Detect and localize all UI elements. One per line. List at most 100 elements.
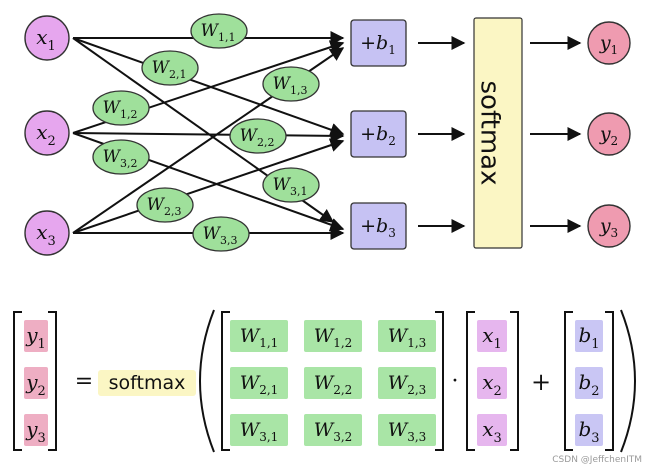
matrix-cell: W3,3: [378, 414, 436, 446]
weight-node-label: W1,1: [201, 21, 236, 44]
output-node: y1: [587, 21, 631, 65]
matrix-cell-label: W2,3: [388, 372, 427, 397]
bias-node-box: [350, 110, 407, 158]
x-cell-label: x2: [482, 370, 502, 399]
bias-node-label: +b3: [360, 215, 396, 240]
matrix-cell-bg: [304, 367, 362, 399]
output-node-label: y2: [599, 123, 618, 148]
edge-x3-b2: [72, 138, 345, 234]
bias-node: +b1: [350, 19, 407, 67]
matrix-cell-bg: [230, 414, 288, 446]
lhs-right-bracket: [48, 311, 57, 451]
weight-node-ellipse: [141, 50, 199, 86]
right-paren: [620, 309, 636, 453]
matrix-cell-label: W1,2: [314, 325, 353, 350]
weight-node-label: W1,3: [273, 74, 308, 97]
weight-node-ellipse: [136, 187, 194, 223]
matrix-left-bracket: [221, 311, 230, 451]
weight-node: W1,2: [92, 90, 150, 126]
lhs-cell-label: y1: [25, 323, 46, 352]
matrix-cell-bg: [378, 367, 436, 399]
bias-node-label: +b1: [360, 32, 396, 57]
matrix-right-bracket: [435, 311, 444, 451]
input-node-label: x1: [36, 25, 56, 54]
weight-node-ellipse: [262, 167, 320, 203]
bias-nodes: +b1 +b2 +b3: [350, 19, 407, 250]
equals-sign: =: [75, 369, 93, 394]
matrix-cell: W3,1: [230, 414, 288, 446]
input-node-circle: [24, 110, 70, 156]
input-node-label: x2: [36, 120, 56, 149]
x-vector-left-bracket: [466, 311, 475, 451]
x-cell: x3: [477, 414, 507, 446]
lhs-cell-bg: [24, 320, 48, 352]
b-cell-label: b1: [578, 323, 599, 352]
output-node-label: y3: [599, 215, 618, 240]
output-node-label: y1: [599, 32, 618, 57]
b-cell-bg: [575, 367, 603, 399]
input-node: x2: [24, 110, 70, 156]
matrix-cell: W3,2: [304, 414, 362, 446]
x-vector-right-bracket: [510, 311, 519, 451]
dot-operator: ·: [452, 369, 459, 394]
watermark: CSDN @JeffchenITM: [552, 455, 642, 465]
matrix-cell-label: W3,1: [240, 419, 279, 444]
matrix-cell-label: W1,1: [240, 325, 279, 350]
lhs-cell-label: y3: [25, 417, 46, 446]
matrix-cell: W2,3: [378, 367, 436, 399]
matrix-cell-bg: [230, 320, 288, 352]
x-cell-label: x3: [482, 417, 502, 446]
b-cell-bg: [575, 320, 603, 352]
matrix-cell: W1,1: [230, 320, 288, 352]
weight-node: W1,1: [190, 13, 248, 49]
bias-node: +b2: [350, 110, 407, 158]
x-vector: x1 x2 x3: [477, 320, 507, 446]
input-node-label: x3: [36, 220, 56, 249]
matrix-cell-bg: [304, 414, 362, 446]
matrix-cell: W2,2: [304, 367, 362, 399]
weight-node-label: W3,3: [203, 224, 238, 247]
weight-node-ellipse: [92, 90, 150, 126]
x-cell-bg: [477, 414, 507, 446]
weight-node-label: W2,2: [240, 126, 275, 149]
weight-node: W3,1: [262, 167, 320, 203]
x-cell: x1: [477, 320, 507, 352]
matrix-cell-label: W1,3: [388, 325, 427, 350]
softmax-label: softmax: [475, 81, 505, 186]
weight-node-ellipse: [92, 139, 150, 175]
weight-node: W3,2: [92, 139, 150, 175]
bias-node: +b3: [350, 202, 407, 250]
b-cell: b3: [575, 414, 603, 446]
input-node: x1: [24, 15, 70, 61]
input-nodes: x1 x2 x3: [24, 15, 70, 256]
matrix-cell-label: W2,2: [314, 372, 353, 397]
lhs-cell-bg: [24, 414, 48, 446]
weight-node-label: W2,3: [147, 195, 182, 218]
input-node-circle: [24, 15, 70, 61]
x-cell: x2: [477, 367, 507, 399]
weight-node: W2,2: [229, 118, 287, 154]
x-cell-bg: [477, 367, 507, 399]
matrix-cell-bg: [230, 367, 288, 399]
output-node: y2: [587, 112, 631, 156]
weight-node: W2,1: [141, 50, 199, 86]
input-node-circle: [24, 210, 70, 256]
output-nodes: y1 y2 y3: [587, 21, 631, 248]
output-node-circle: [587, 21, 631, 65]
weight-node-label: W1,2: [103, 98, 138, 121]
softmax-func-highlight: [98, 370, 196, 396]
b-vector: b1 b2 b3: [575, 320, 603, 446]
matrix-cell-bg: [378, 414, 436, 446]
lhs-cell: y2: [24, 367, 48, 399]
weight-node-label: W3,2: [103, 147, 138, 170]
weight-node: W3,3: [192, 216, 250, 252]
b-cell-label: b2: [578, 370, 599, 399]
weight-node-ellipse: [262, 66, 320, 102]
b-vector-left-bracket: [564, 311, 573, 451]
softmax-block: softmax: [473, 17, 523, 249]
lhs-cell-label: y2: [25, 370, 46, 399]
lhs-cell: y3: [24, 414, 48, 446]
bias-node-box: [350, 19, 407, 67]
